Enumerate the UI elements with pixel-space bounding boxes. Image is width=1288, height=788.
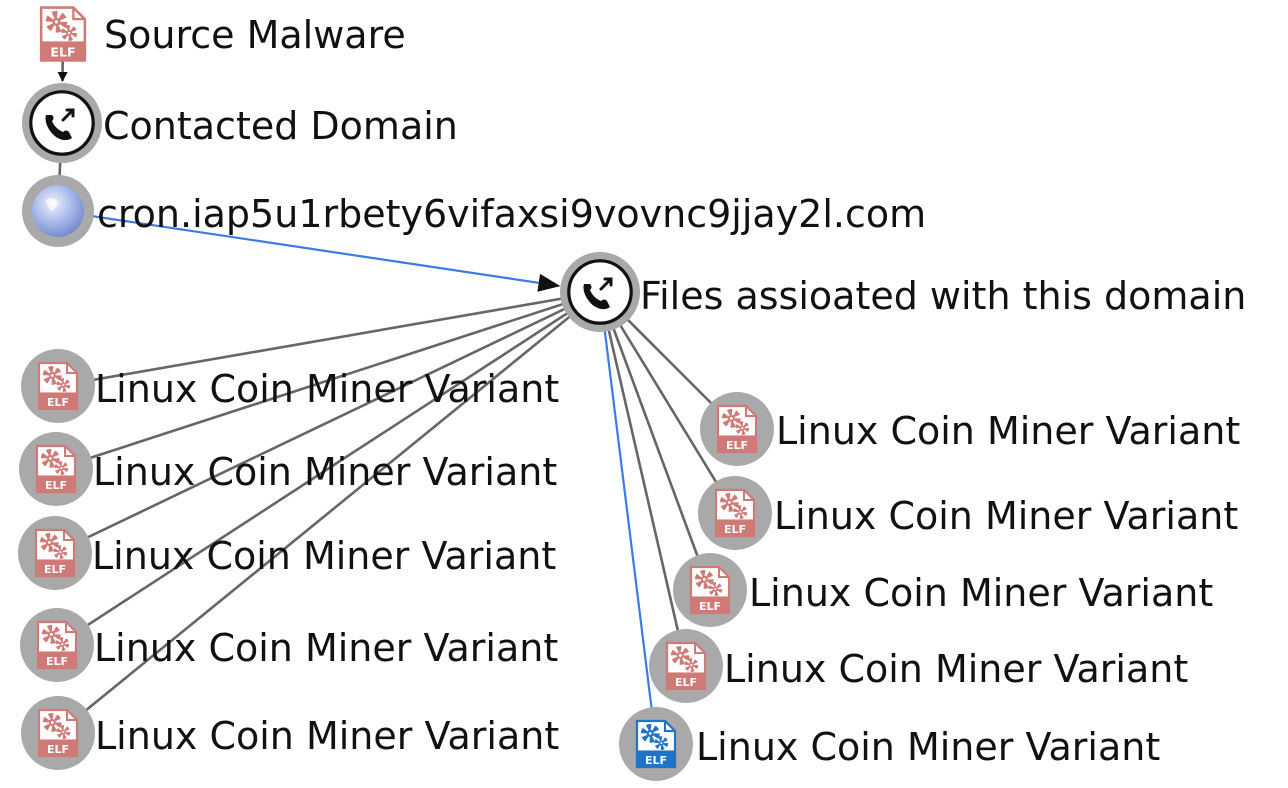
- node-f3[interactable]: ELF Linux Coin Miner Variant: [18, 516, 556, 590]
- svg-text:ELF: ELF: [47, 743, 69, 756]
- elf-file-icon-red: ELF: [34, 528, 76, 578]
- edge-n4-to-f3: [54, 290, 601, 555]
- elf-file-icon-red: ELF: [665, 641, 707, 691]
- node-label: Linux Coin Miner Variant: [724, 647, 1188, 691]
- globe-icon: [32, 185, 84, 237]
- node-f4[interactable]: ELF Linux Coin Miner Variant: [20, 608, 558, 682]
- node-label: Source Malware: [104, 13, 406, 57]
- svg-text:ELF: ELF: [46, 655, 68, 668]
- svg-text:ELF: ELF: [699, 600, 721, 613]
- node-f6[interactable]: ELF Linux Coin Miner Variant: [700, 392, 1240, 466]
- svg-text:ELF: ELF: [45, 479, 67, 492]
- edge-n4-to-f9: [598, 291, 688, 667]
- edge-n4-to-f2: [55, 290, 601, 471]
- elf-file-icon-red: ELF: [37, 361, 79, 411]
- edge-n4-to-f7: [598, 291, 737, 514]
- elf-file-icon-red: ELF: [36, 620, 78, 670]
- svg-text:ELF: ELF: [44, 563, 66, 576]
- node-label: Linux Coin Miner Variant: [93, 450, 557, 494]
- edge-n4-to-f1: [57, 290, 601, 388]
- node-f8[interactable]: ELF Linux Coin Miner Variant: [673, 553, 1213, 627]
- edge-n4-to-f5: [57, 290, 601, 735]
- edge-n3-to-n4: [57, 209, 561, 292]
- node-n3[interactable]: cron.iap5u1rbety6vifaxsi9vovnc9jjay2l.co…: [22, 175, 926, 247]
- node-label: Files assioated with this domain: [640, 274, 1246, 318]
- svg-text:ELF: ELF: [675, 676, 697, 689]
- edge-n4-to-f4: [56, 290, 601, 647]
- elf-file-icon-red: ELF: [689, 565, 731, 615]
- svg-text:ELF: ELF: [50, 45, 75, 60]
- svg-text:ELF: ELF: [645, 754, 667, 767]
- elf-file-icon-blue: ELF: [635, 719, 677, 769]
- node-label: Linux Coin Miner Variant: [696, 725, 1160, 769]
- node-label: Linux Coin Miner Variant: [95, 367, 559, 411]
- node-f9[interactable]: ELF Linux Coin Miner Variant: [649, 629, 1188, 703]
- node-label: Linux Coin Miner Variant: [776, 409, 1240, 453]
- node-n4[interactable]: Files assioated with this domain: [560, 252, 1246, 332]
- elf-file-icon-red: ELF: [35, 444, 77, 494]
- svg-text:ELF: ELF: [47, 396, 69, 409]
- elf-file-icon-red: ELF: [716, 404, 758, 454]
- node-label: cron.iap5u1rbety6vifaxsi9vovnc9jjay2l.co…: [97, 192, 926, 236]
- elf-file-icon-red: ELF: [39, 6, 87, 62]
- node-label: Linux Coin Miner Variant: [774, 494, 1238, 538]
- elf-file-icon-red: ELF: [714, 488, 756, 538]
- svg-text:ELF: ELF: [724, 523, 746, 536]
- node-label: Linux Coin Miner Variant: [95, 714, 559, 758]
- node-f2[interactable]: ELF Linux Coin Miner Variant: [19, 432, 557, 506]
- phone-call-icon: [567, 259, 633, 325]
- node-f10[interactable]: ELF Linux Coin Miner Variant: [619, 707, 1160, 781]
- node-f5[interactable]: ELF Linux Coin Miner Variant: [21, 696, 559, 770]
- edge-n4-to-f10: [598, 291, 658, 745]
- node-label: Linux Coin Miner Variant: [94, 626, 558, 670]
- node-f7[interactable]: ELF Linux Coin Miner Variant: [698, 476, 1238, 550]
- node-label: Linux Coin Miner Variant: [749, 571, 1213, 615]
- phone-call-icon: [29, 90, 95, 156]
- svg-text:ELF: ELF: [726, 439, 748, 452]
- node-label: Contacted Domain: [103, 104, 458, 148]
- node-n2[interactable]: Contacted Domain: [22, 83, 458, 163]
- node-n1[interactable]: ELF Source Malware: [39, 6, 406, 62]
- node-label: Linux Coin Miner Variant: [92, 534, 556, 578]
- node-f1[interactable]: ELF Linux Coin Miner Variant: [21, 349, 559, 423]
- elf-file-icon-red: ELF: [37, 708, 79, 758]
- edge-n4-to-f8: [598, 291, 712, 591]
